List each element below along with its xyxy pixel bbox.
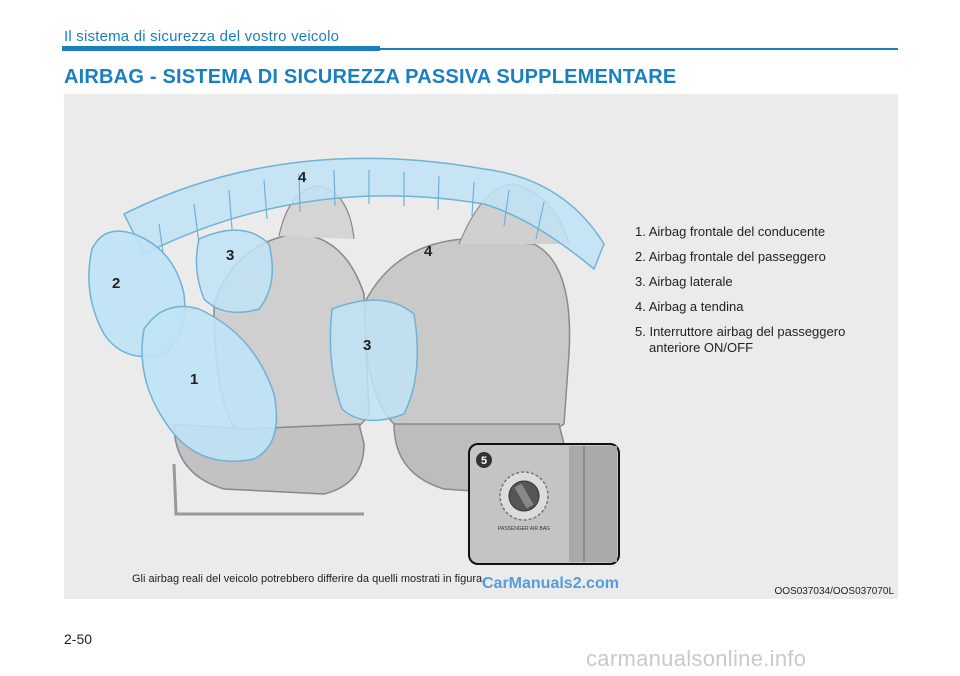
legend-item-5: 5. Interruttore airbag del passeggero an… (635, 324, 895, 356)
figure-code: OOS037034/OOS037070L (774, 586, 894, 597)
callout-3: 3 (226, 247, 234, 264)
airbag-illustration: 1 2 3 4 3 4 PASSENGER AIR BAG 5 (64, 94, 624, 594)
legend-item-1: 1. Airbag frontale del conducente (635, 224, 895, 240)
legend-list: 1. Airbag frontale del conducente 2. Air… (635, 224, 895, 365)
header-rule-thin (380, 48, 898, 50)
overlay-watermark: CarManuals2.com (482, 575, 619, 593)
side-airbag-front (196, 230, 272, 312)
figure-panel: 1 2 3 4 3 4 PASSENGER AIR BAG 5 1. Airba… (64, 94, 898, 599)
callout-4b: 4 (424, 243, 433, 260)
legend-item-4: 4. Airbag a tendina (635, 299, 895, 315)
legend-item-2: 2. Airbag frontale del passeggero (635, 249, 895, 265)
page-title: AIRBAG - SISTEMA DI SICUREZZA PASSIVA SU… (64, 66, 676, 89)
section-header: Il sistema di sicurezza del vostro veico… (64, 28, 339, 45)
legend-item-3: 3. Airbag laterale (635, 274, 895, 290)
site-watermark: carmanualsonline.info (586, 646, 806, 672)
inset-switch-label: PASSENGER AIR BAG (498, 526, 550, 532)
callout-5: 5 (481, 455, 487, 467)
callout-1: 1 (190, 371, 198, 388)
switch-inset: PASSENGER AIR BAG 5 (469, 444, 619, 564)
side-airbag-rear (330, 300, 417, 420)
page-number: 2-50 (64, 631, 92, 647)
legend-item-5-line1: 5. Interruttore airbag del passeggero (635, 324, 895, 340)
callout-4: 4 (298, 169, 307, 186)
figure-caption: Gli airbag reali del veicolo potrebbero … (132, 573, 485, 585)
legend-item-5-line2: anteriore ON/OFF (635, 340, 895, 356)
callout-3b: 3 (363, 337, 371, 354)
callout-2: 2 (112, 275, 120, 292)
header-rule-thick (62, 46, 380, 51)
